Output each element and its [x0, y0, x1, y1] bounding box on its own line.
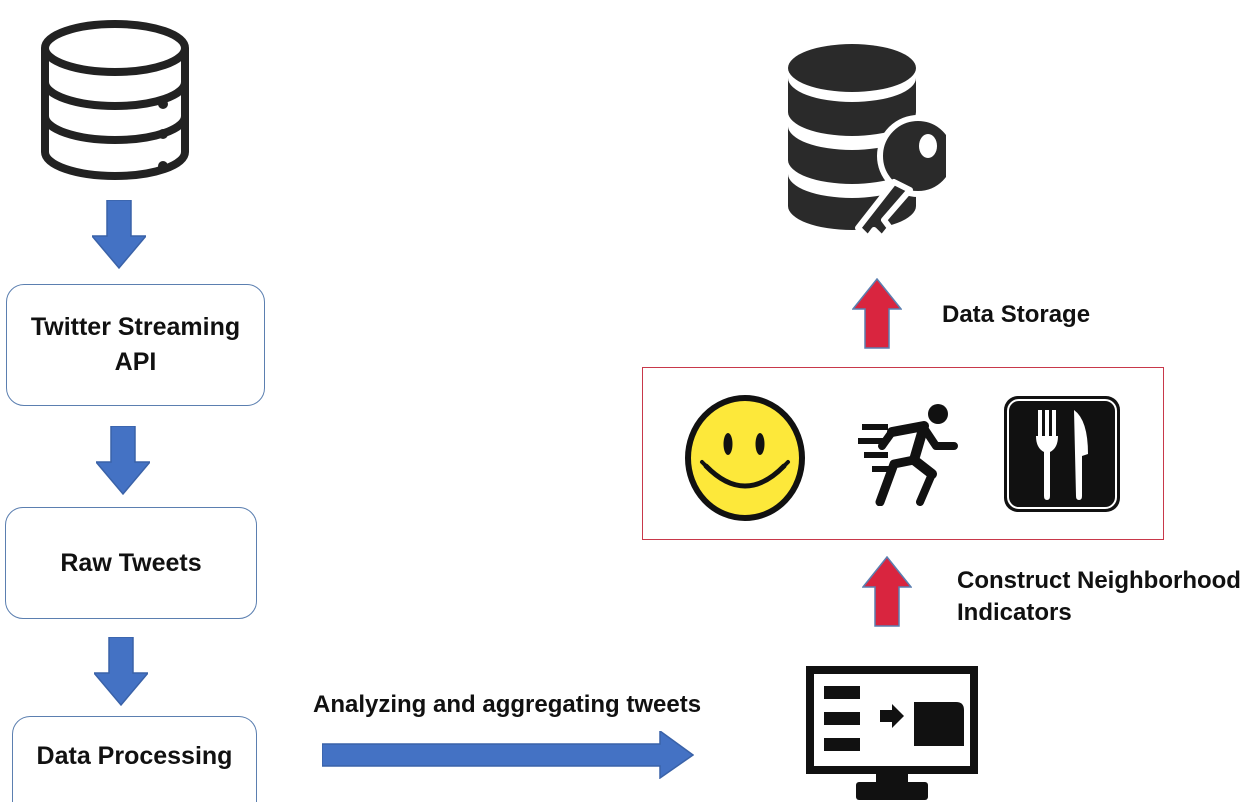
arrow-up-lower — [862, 556, 912, 628]
arrow-right — [322, 731, 694, 779]
database-key-icon — [786, 40, 946, 244]
computer-monitor-icon — [806, 666, 978, 800]
fork-knife-icon — [1004, 396, 1120, 512]
raw-tweets-box: Raw Tweets — [5, 507, 257, 619]
twitter-streaming-api-box: Twitter Streaming API — [6, 284, 265, 406]
arrow-down-2 — [96, 426, 150, 496]
data-storage-label: Data Storage — [942, 301, 1091, 328]
raw-tweets-label: Raw Tweets — [60, 548, 202, 577]
analyzing-label: Analyzing and aggregating tweets — [313, 691, 702, 718]
running-person-icon — [858, 402, 958, 506]
arrow-up-upper — [852, 278, 902, 350]
twitter-streaming-api-label: Twitter Streaming API — [30, 313, 241, 376]
indicator-box — [642, 367, 1164, 540]
smiley-face-icon — [684, 394, 806, 522]
arrow-down-3 — [94, 637, 148, 707]
arrow-down-1 — [92, 200, 146, 270]
data-processing-label: Data Processing — [36, 742, 233, 770]
construct-label-line1: Construct Neighborhood — [957, 567, 1241, 594]
data-processing-box: Data Processing — [12, 716, 257, 802]
database-icon — [40, 20, 190, 180]
construct-label-line2: Indicators — [957, 599, 1072, 626]
